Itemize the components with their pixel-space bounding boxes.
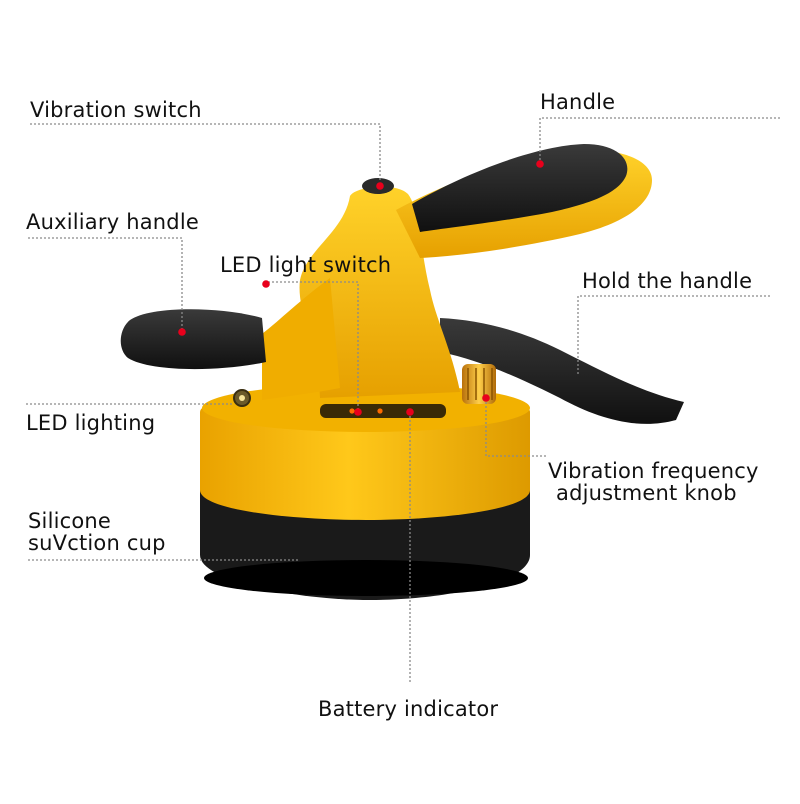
leader-frequency-knob <box>485 398 548 457</box>
leader-lines <box>26 117 780 684</box>
leader-auxiliary-handle <box>28 237 183 330</box>
label-frequency-knob-line1: Vibration frequency <box>548 459 759 483</box>
markers <box>178 160 544 416</box>
side-arm <box>262 278 340 400</box>
hold-handle-lever <box>440 318 684 424</box>
marker-auxiliary-handle <box>178 328 186 336</box>
label-vibration-switch: Vibration switch <box>30 98 202 122</box>
leader-vibration-switch <box>30 123 381 182</box>
marker-battery-indicator <box>406 408 414 416</box>
label-hold-the-handle: Hold the handle <box>582 269 753 293</box>
label-handle: Handle <box>540 90 616 114</box>
label-battery-indicator: Battery indicator <box>318 697 499 721</box>
marker-handle <box>536 160 544 168</box>
marker-frequency-knob <box>482 394 490 402</box>
label-led-light-switch: LED light switch <box>220 253 392 277</box>
frequency-knob <box>462 364 496 404</box>
battery-panel <box>320 404 446 418</box>
label-frequency-knob-line2: adjustment knob <box>556 481 737 505</box>
marker-led-switch-point <box>354 408 362 416</box>
leader-led-light-switch <box>264 281 359 410</box>
label-auxiliary-handle: Auxiliary handle <box>26 210 199 234</box>
label-silicone-line1: Silicone <box>28 509 112 533</box>
auxiliary-handle-knob <box>120 309 266 370</box>
leader-handle <box>539 117 780 160</box>
leader-hold-handle <box>577 295 770 376</box>
label-silicone-line2: suVction cup <box>28 531 166 555</box>
label-led-lighting: LED lighting <box>26 411 156 435</box>
suction-cup-rim <box>204 560 528 596</box>
handle-grip <box>412 144 628 232</box>
marker-vibration-switch <box>376 182 384 190</box>
marker-led-light-switch <box>262 280 270 288</box>
